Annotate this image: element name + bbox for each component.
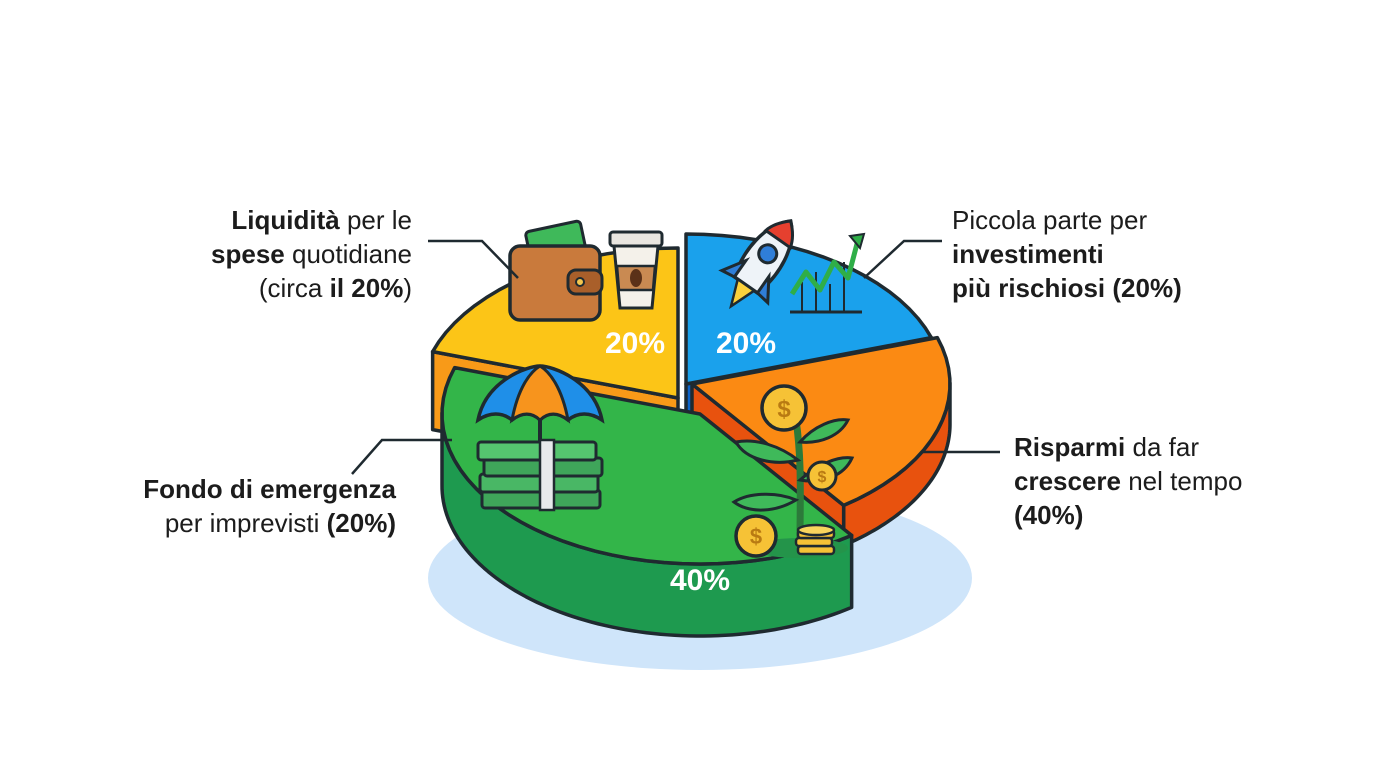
annotation-risp-part: Risparmi [1014,432,1126,462]
rocket-icon [718,219,795,310]
annotation-liq-part: quotidiane [284,239,412,269]
svg-text:$: $ [818,469,827,486]
leader-line-fondo [351,438,452,475]
annotation-inv-part: Piccola parte per [952,205,1148,235]
annotation-risp-part: (40%) [1014,500,1084,530]
leader-line-investimenti [863,239,942,279]
annotation-fondo-part: per imprevisti [164,508,327,538]
annotation-fondo: Fondo di emergenza per imprevisti (20%) [100,472,396,540]
annotation-liq-part: (circa [258,273,330,303]
annotation-liq-part: ) [403,273,412,303]
annotation-risp-part: crescere [1014,466,1121,496]
pie-slice-top-inv [690,335,952,508]
annotation-inv-part: investimenti [952,239,1104,269]
leader-lines [351,239,1000,475]
money-stack-icon [476,438,604,512]
annotation-fondo-part: Fondo di emergenza [143,474,396,504]
annotation-fondo-part: (20%) [326,508,396,538]
annotation-liq-part: spese [211,239,285,269]
leader-line-liquidita [428,239,519,279]
pct-label-risparmi: 40% [670,564,730,597]
trend-chart-icon [789,232,866,314]
annotation-liquidita: Liquidità per le spese quotidiane (circa i… [150,203,412,305]
svg-text:$: $ [750,524,762,549]
annotation-risp-part: nel tempo [1121,466,1243,496]
wallet-icon [508,219,604,322]
annotation-liq-part: per le [339,205,412,235]
annotation-liq-part: il 20% [329,273,404,303]
pct-label-liquidita: 20% [605,327,665,360]
coin-stack-icon: $ [734,514,836,558]
annotation-investimenti: Piccola parte per investimenti più rischio… [952,203,1282,305]
annotation-risp-part: da far [1125,432,1199,462]
annotation-inv-part: (20%) [1112,273,1182,303]
pct-label-investimenti: 20% [716,327,776,360]
coffee-cup-icon [608,230,664,310]
annotation-inv-part: più rischiosi [952,273,1106,303]
pie-icons: $ $ $ [475,219,866,558]
annotation-liq-part: Liquidità [231,205,340,235]
svg-text:$: $ [777,396,791,423]
percentage-labels: 20% 20% 40% [605,327,776,597]
